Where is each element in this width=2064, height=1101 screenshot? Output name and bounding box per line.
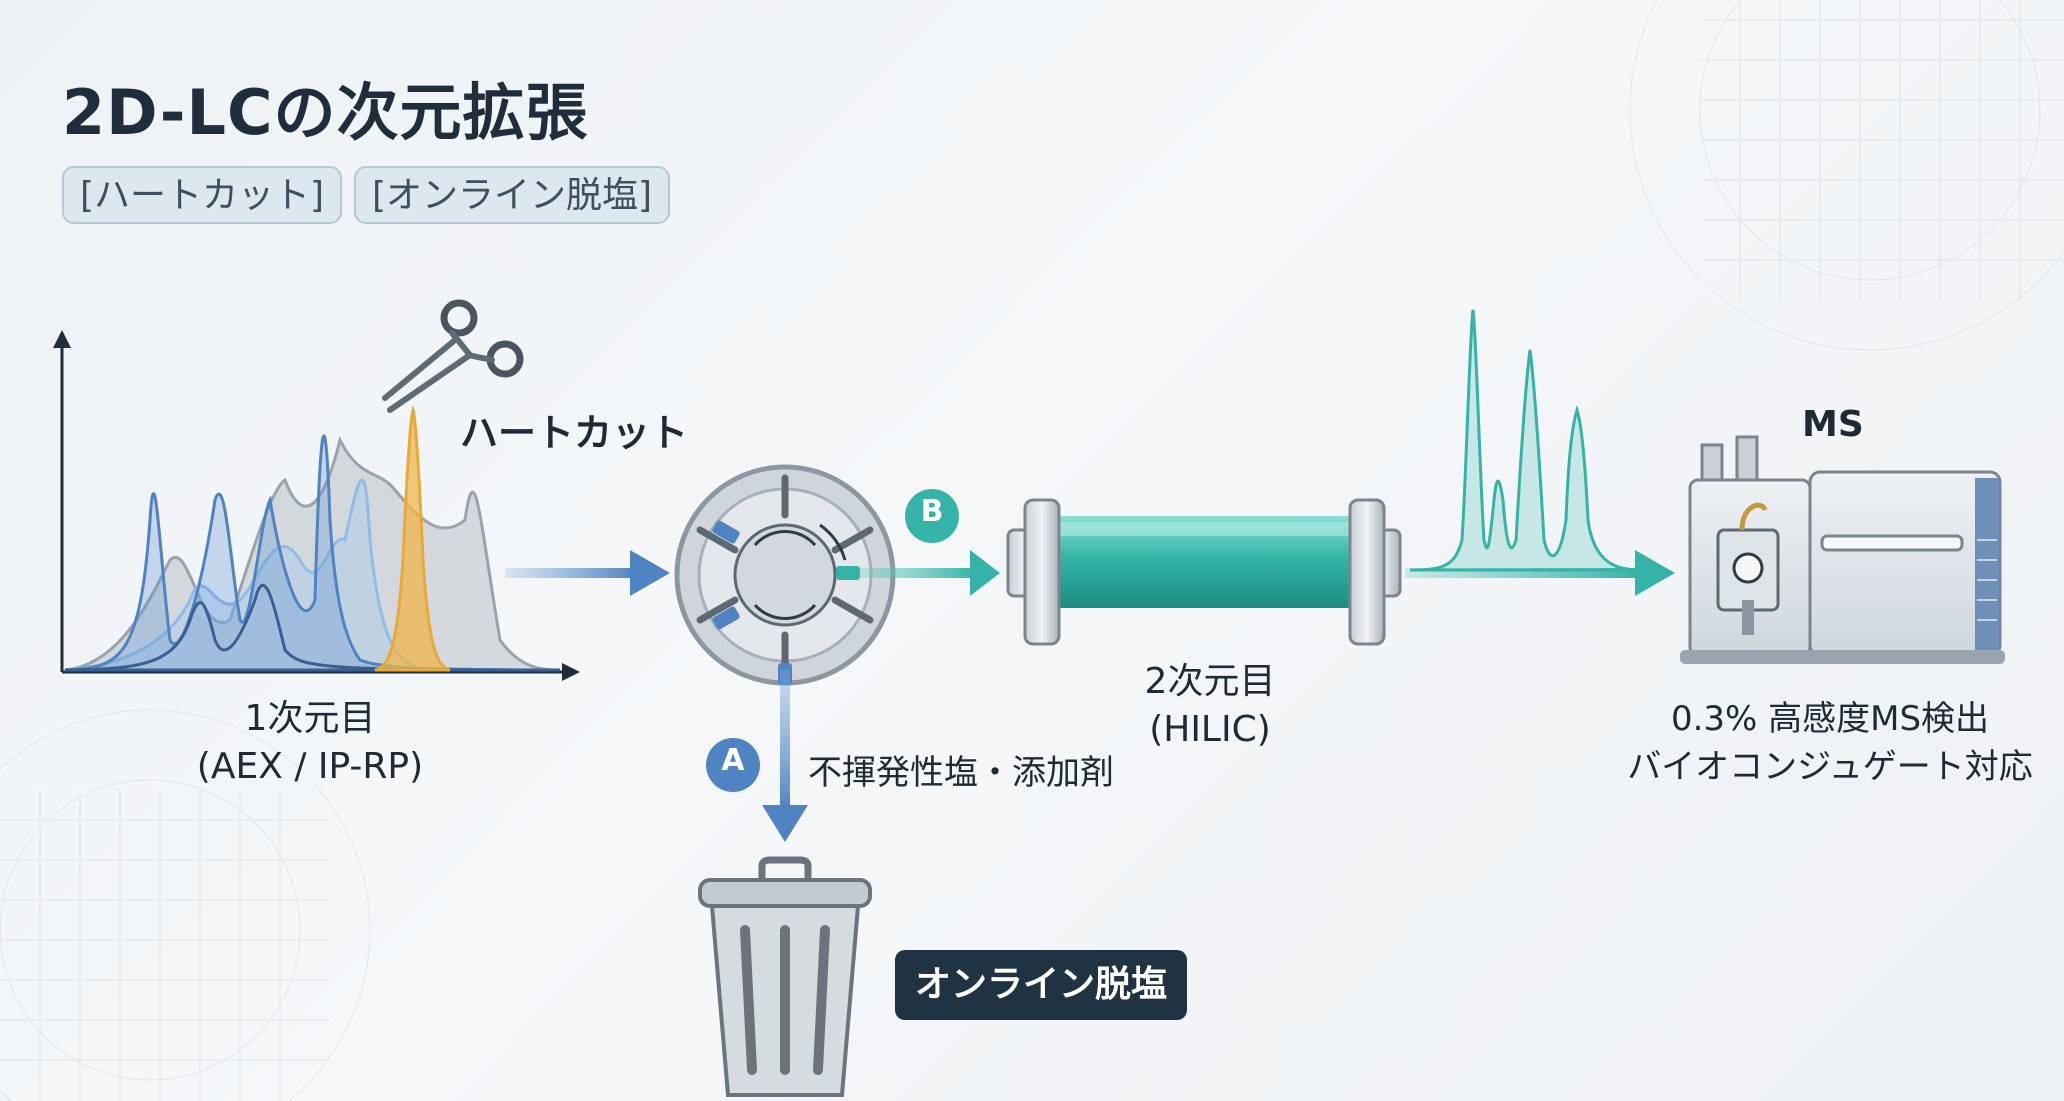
path-a-badge: A <box>721 743 745 778</box>
page-title: 2D-LCの次元拡張 <box>62 76 589 149</box>
column-icon <box>1006 498 1402 646</box>
heartcut-peak <box>374 404 451 672</box>
heartcut-label: ハートカット <box>460 411 689 455</box>
ms-caption: 0.3% 高感度MS検出 バイオコンジュゲート対応 <box>1610 695 2050 791</box>
peak-trace-gray <box>64 435 561 672</box>
second-dimension-peaks <box>1409 309 1641 572</box>
first-dimension-label: 1次元目 (AEX / IP-RP) <box>160 695 460 791</box>
tag-heartcut: [ハートカット] <box>62 166 343 224</box>
scissors-icon <box>382 299 524 413</box>
arrow-path-b <box>860 550 1000 596</box>
background-grid-top-right <box>1629 0 2064 351</box>
first-dimension-line2: (AEX / IP-RP) <box>196 746 424 787</box>
chromatogram-axes <box>53 330 580 681</box>
arrow-to-ms <box>1405 550 1675 596</box>
chromatogram-peaks <box>64 434 561 672</box>
trash-can-icon <box>698 856 872 1097</box>
background-grid-bottom-left <box>0 709 371 1101</box>
ms-caption-line2: バイオコンジュゲート対応 <box>1627 747 2033 787</box>
arrow-to-valve <box>505 550 670 596</box>
second-dimension-line2: (HILIC) <box>1149 709 1271 750</box>
tag-online-desalting: [オンライン脱塩] <box>354 166 671 224</box>
online-desalting-chip: オンライン脱塩 <box>895 950 1188 1020</box>
peak-trace-navy <box>64 583 561 672</box>
path-a-label: 不揮発性塩・添加剤 <box>808 753 1114 793</box>
switching-valve-icon <box>674 464 896 686</box>
path-b-badge: B <box>920 494 944 529</box>
first-dimension-line1: 1次元目 <box>244 698 376 739</box>
ms-caption-line1: 0.3% 高感度MS検出 <box>1670 699 1990 739</box>
arrow-path-a <box>762 670 808 842</box>
path-a-badge-circle <box>706 738 760 792</box>
ms-label: MS <box>1802 404 1864 445</box>
peak-trace-blue <box>64 434 561 672</box>
ms-instrument-icon <box>1680 435 2005 664</box>
path-b-badge-circle <box>905 489 959 543</box>
second-dimension-line1: 2次元目 <box>1144 661 1276 702</box>
second-dimension-label: 2次元目 (HILIC) <box>1080 658 1340 754</box>
